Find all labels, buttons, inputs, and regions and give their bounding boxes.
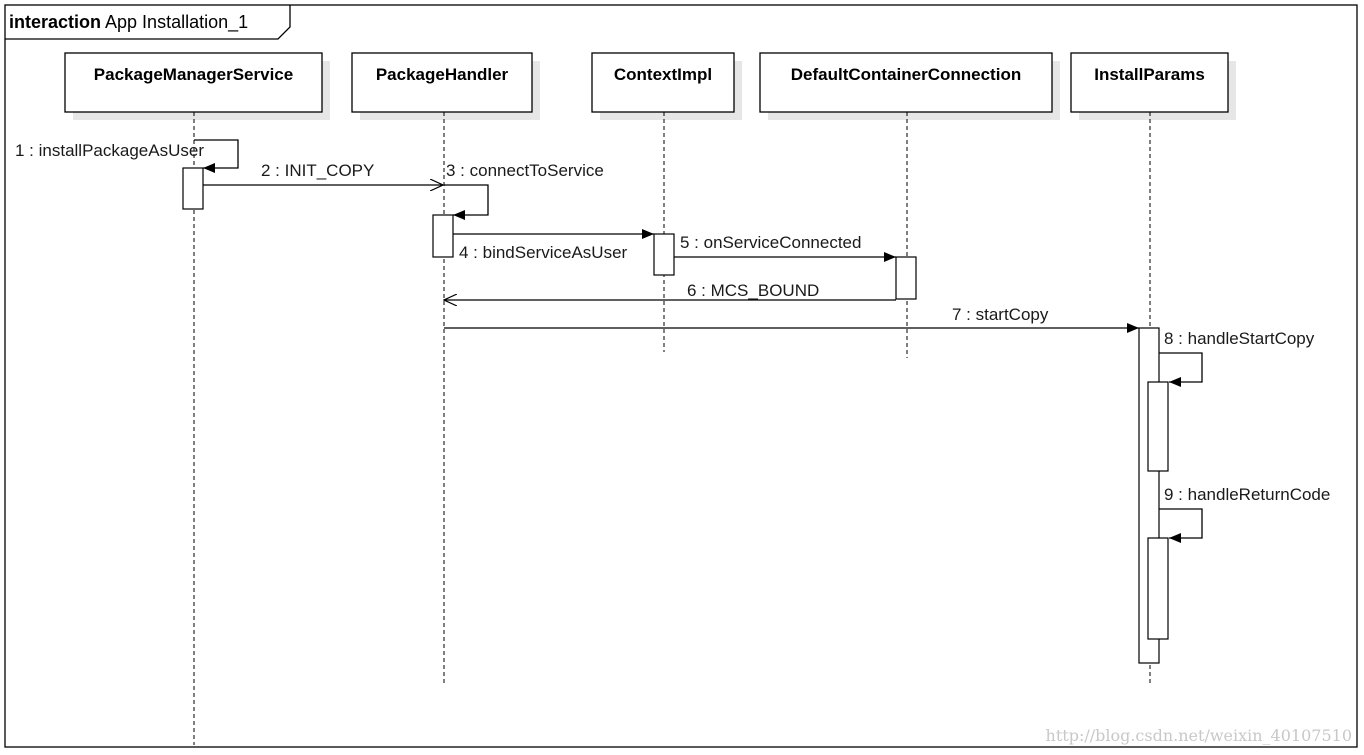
lifeline-head-dcc: [759, 52, 1053, 113]
lifeline-ip: InstallParams: [1070, 52, 1236, 686]
message-6: 6 : MCS_BOUND: [444, 281, 896, 300]
watermark-text: http://blog.csdn.net/weixin_40107510: [1046, 726, 1352, 745]
message-9: 9 : handleReturnCode: [1159, 485, 1330, 543]
lifeline-ph: PackageHandler: [351, 52, 540, 686]
lifeline-head-pms: [64, 52, 323, 113]
lifeline-head-ci: [591, 52, 735, 113]
lifeline-pms: PackageManagerService: [64, 52, 330, 745]
message-3: 3 : connectToService: [444, 161, 604, 220]
lifeline-label-pms: PackageManagerService: [94, 65, 293, 84]
activation-ci: [653, 233, 675, 276]
activation-ip-nested-2: [1147, 537, 1169, 640]
message-8: 8 : handleStartCopy: [1159, 329, 1315, 387]
activation-ip-nested-1: [1147, 381, 1169, 472]
message-label-5: 5 : onServiceConnected: [680, 233, 861, 252]
message-7: 7 : startCopy: [444, 305, 1139, 333]
frame-label-tab: [5, 5, 291, 40]
message-4: 4 : bindServiceAsUser: [453, 229, 654, 262]
interaction-frame: [4, 4, 1358, 748]
activation-ph: [432, 214, 454, 258]
frame-keyword: interaction: [9, 12, 101, 32]
lifeline-head-ip: [1070, 52, 1229, 113]
message-1: 1 : installPackageAsUser: [15, 139, 239, 173]
message-5: 5 : onServiceConnected: [674, 233, 896, 262]
lifeline-ci: ContextImpl: [591, 52, 742, 352]
message-label-8: 8 : handleStartCopy: [1164, 329, 1315, 348]
message-label-4: 4 : bindServiceAsUser: [459, 243, 628, 262]
lifeline-label-ci: ContextImpl: [614, 65, 712, 84]
frame-label: interaction App Installation_1: [9, 12, 248, 33]
message-label-6: 6 : MCS_BOUND: [687, 281, 819, 300]
activation-pms: [182, 167, 204, 210]
lifeline-dcc: DefaultContainerConnection: [759, 52, 1060, 358]
lifeline-label-ip: InstallParams: [1094, 65, 1205, 84]
frame-name: App Installation_1: [105, 12, 248, 33]
message-label-2: 2 : INIT_COPY: [261, 161, 374, 180]
message-label-7: 7 : startCopy: [952, 305, 1049, 324]
activation-dcc: [895, 256, 917, 300]
message-label-1: 1 : installPackageAsUser: [15, 141, 204, 160]
message-2: 2 : INIT_COPY: [203, 161, 443, 185]
message-label-3: 3 : connectToService: [446, 161, 604, 180]
lifeline-label-ph: PackageHandler: [376, 65, 509, 84]
lifeline-head-ph: [351, 52, 533, 113]
lifeline-label-dcc: DefaultContainerConnection: [791, 65, 1021, 84]
message-label-9: 9 : handleReturnCode: [1164, 485, 1330, 504]
